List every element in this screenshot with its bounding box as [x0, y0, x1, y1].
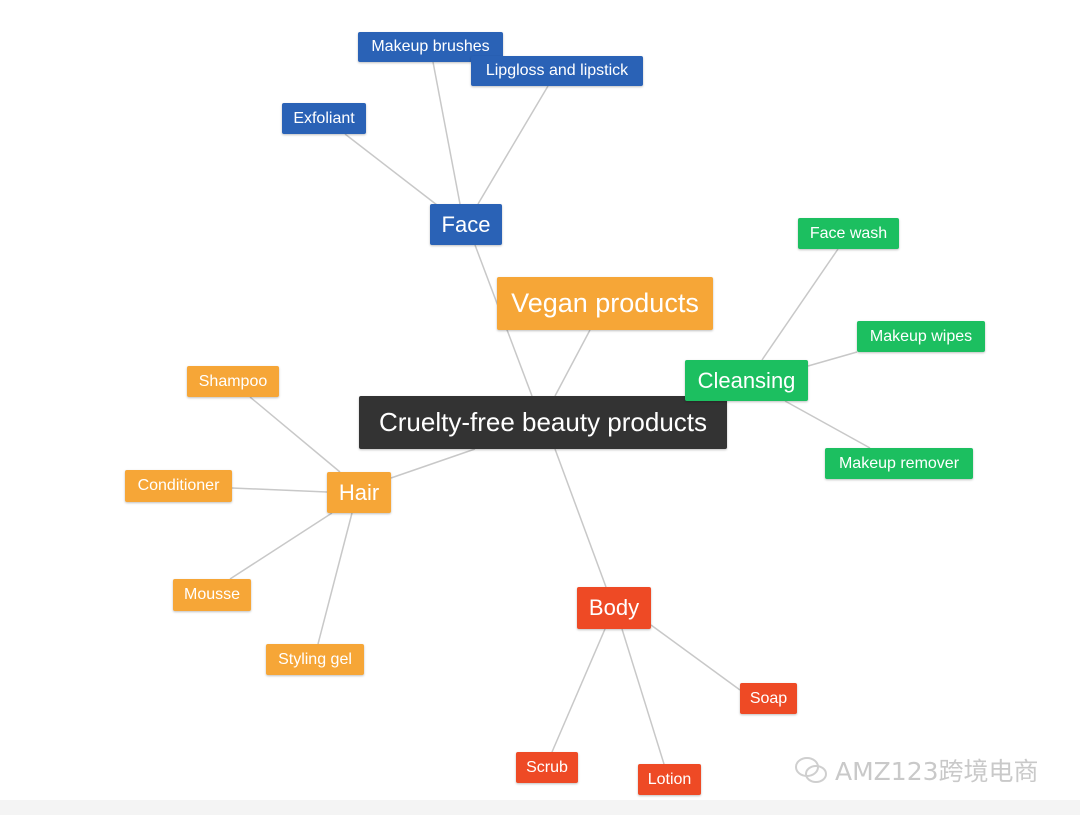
node-wipes[interactable]: Makeup wipes [857, 321, 985, 352]
node-cleansing[interactable]: Cleansing [685, 360, 808, 401]
edge-root-body [554, 448, 607, 588]
edge-face-brushes [432, 61, 461, 205]
node-root[interactable]: Cruelty-free beauty products [359, 396, 727, 449]
node-soap[interactable]: Soap [740, 683, 797, 714]
footer-strip [0, 800, 1080, 815]
edge-cleansing-remover [784, 400, 871, 449]
node-lotion[interactable]: Lotion [638, 764, 701, 795]
edge-cleansing-facewash [761, 248, 839, 361]
edge-cleansing-wipes [807, 351, 858, 367]
node-styling[interactable]: Styling gel [266, 644, 364, 675]
edge-body-scrub [551, 628, 606, 753]
edge-hair-conditioner [231, 487, 328, 493]
node-lipgloss[interactable]: Lipgloss and lipstick [471, 56, 643, 86]
edge-vegan-root [554, 329, 591, 397]
node-face[interactable]: Face [430, 204, 502, 245]
node-body[interactable]: Body [577, 587, 651, 629]
node-hair[interactable]: Hair [327, 472, 391, 513]
node-mousse[interactable]: Mousse [173, 579, 251, 611]
node-shampoo[interactable]: Shampoo [187, 366, 279, 397]
watermark: AMZ123跨境电商 [793, 752, 1039, 788]
node-facewash[interactable]: Face wash [798, 218, 899, 249]
edge-face-exfoliant [344, 133, 438, 206]
node-exfoliant[interactable]: Exfoliant [282, 103, 366, 134]
edge-hair-shampoo [249, 396, 341, 473]
wechat-icon [795, 757, 827, 783]
edge-body-lotion [621, 628, 665, 765]
watermark-text: AMZ123跨境电商 [835, 757, 1039, 786]
node-vegan[interactable]: Vegan products [497, 277, 713, 330]
node-scrub[interactable]: Scrub [516, 752, 578, 783]
edge-hair-styling [317, 512, 353, 645]
edge-face-lipgloss [477, 85, 549, 205]
node-conditioner[interactable]: Conditioner [125, 470, 232, 502]
node-remover[interactable]: Makeup remover [825, 448, 973, 479]
edge-body-soap [650, 624, 741, 691]
edge-hair-mousse [229, 512, 333, 580]
edge-root-hair [390, 448, 476, 479]
